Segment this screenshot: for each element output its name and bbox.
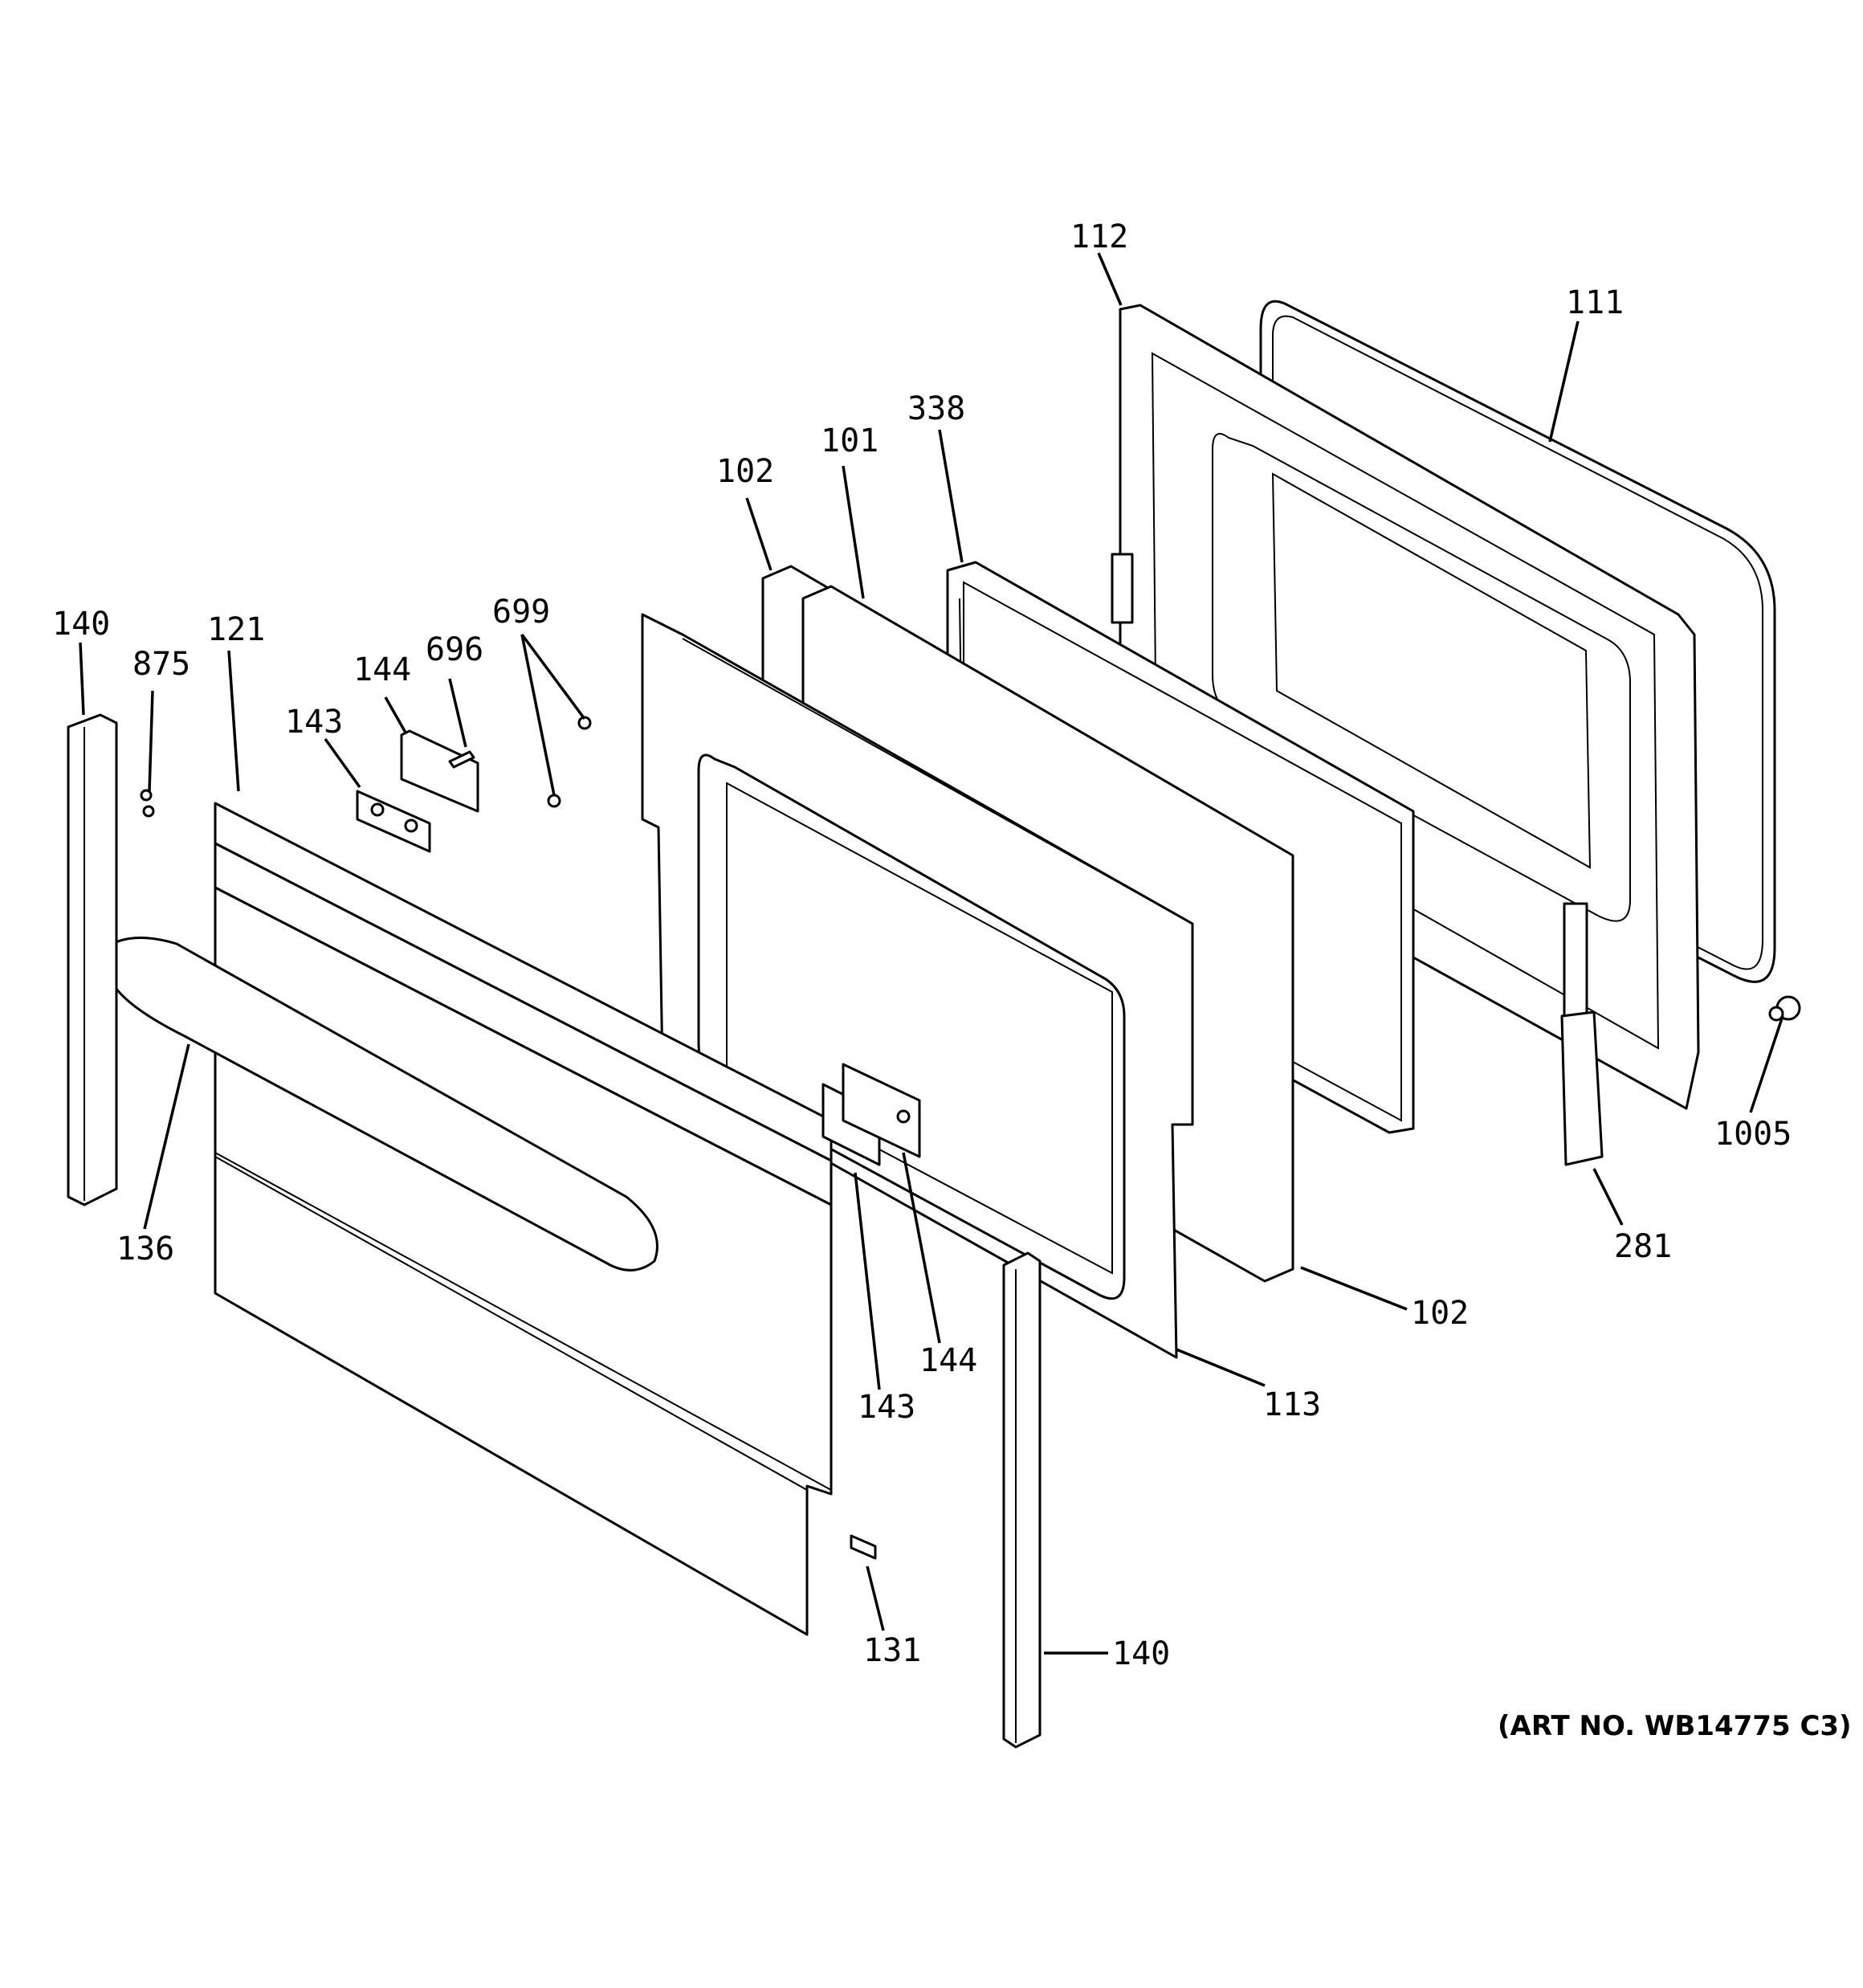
callout-1005: 1005: [1714, 1116, 1792, 1153]
leader-113: [1176, 1348, 1266, 1387]
leader-112: [1097, 252, 1123, 306]
callout-875: 875: [132, 646, 190, 683]
leader-144-bottom: [902, 1152, 941, 1344]
leader-699a: [520, 633, 586, 720]
part-bracket-144-top: [400, 729, 479, 813]
leader-875: [148, 690, 154, 792]
part-inner-door-112: [1111, 304, 1700, 1110]
callout-143-bottom: 143: [858, 1389, 915, 1426]
callout-101: 101: [821, 423, 879, 459]
leader-102-bottom: [1300, 1266, 1408, 1311]
part-hinge-281: [1560, 902, 1604, 1166]
leader-281: [1592, 1168, 1624, 1226]
leader-696: [448, 678, 467, 748]
part-screws-875: [140, 789, 155, 818]
part-badge-131: [850, 1534, 877, 1560]
callout-102-bottom: 102: [1411, 1295, 1469, 1332]
leader-143-bottom: [854, 1172, 881, 1390]
callout-labels: 112 111 338 101 102 140 875 121 144 696 …: [52, 218, 1792, 1672]
leader-140-left: [79, 642, 85, 716]
callout-111: 111: [1566, 284, 1624, 321]
callout-696: 696: [426, 631, 483, 668]
part-handle-136: [107, 937, 658, 1272]
leader-101: [842, 465, 865, 599]
leader-136: [143, 1043, 190, 1230]
callout-112: 112: [1070, 218, 1128, 255]
callout-113: 113: [1263, 1386, 1321, 1423]
leader-1005: [1749, 1015, 1784, 1113]
callout-144-top: 144: [353, 651, 411, 688]
part-bracket-143-top: [356, 790, 431, 853]
callout-121: 121: [207, 611, 265, 648]
callout-143-top: 143: [285, 704, 343, 741]
callout-140-bottom: 140: [1112, 1635, 1170, 1672]
callout-699: 699: [492, 594, 550, 631]
part-bracket-144-bottom: [842, 1063, 921, 1158]
part-trim-140-bottom: [1002, 1251, 1042, 1749]
leader-338: [938, 429, 964, 563]
art-number: (ART NO. WB14775 C3): [1498, 1710, 1852, 1742]
part-screw-696: [448, 750, 475, 769]
leader-131: [866, 1565, 885, 1631]
part-door-top-121: [214, 802, 833, 1206]
leader-699b: [520, 634, 556, 796]
part-screws-699: [547, 716, 592, 808]
leader-lines: [79, 252, 1784, 1655]
callout-144-bottom: 144: [919, 1342, 977, 1379]
callout-281: 281: [1614, 1228, 1672, 1265]
callout-131: 131: [863, 1632, 921, 1669]
leader-102-top: [745, 497, 773, 571]
leader-111: [1548, 320, 1580, 443]
callout-140-left: 140: [52, 606, 110, 643]
part-screw-1005: [1768, 995, 1801, 1022]
callout-102-top: 102: [716, 453, 774, 490]
part-inner-panel-113: [641, 613, 1194, 1359]
callout-338: 338: [907, 390, 965, 427]
leader-144-top: [384, 696, 407, 733]
leader-143-top: [324, 737, 361, 789]
part-trim-140-left: [67, 713, 118, 1206]
leader-121: [227, 650, 240, 792]
callout-136: 136: [116, 1231, 174, 1268]
